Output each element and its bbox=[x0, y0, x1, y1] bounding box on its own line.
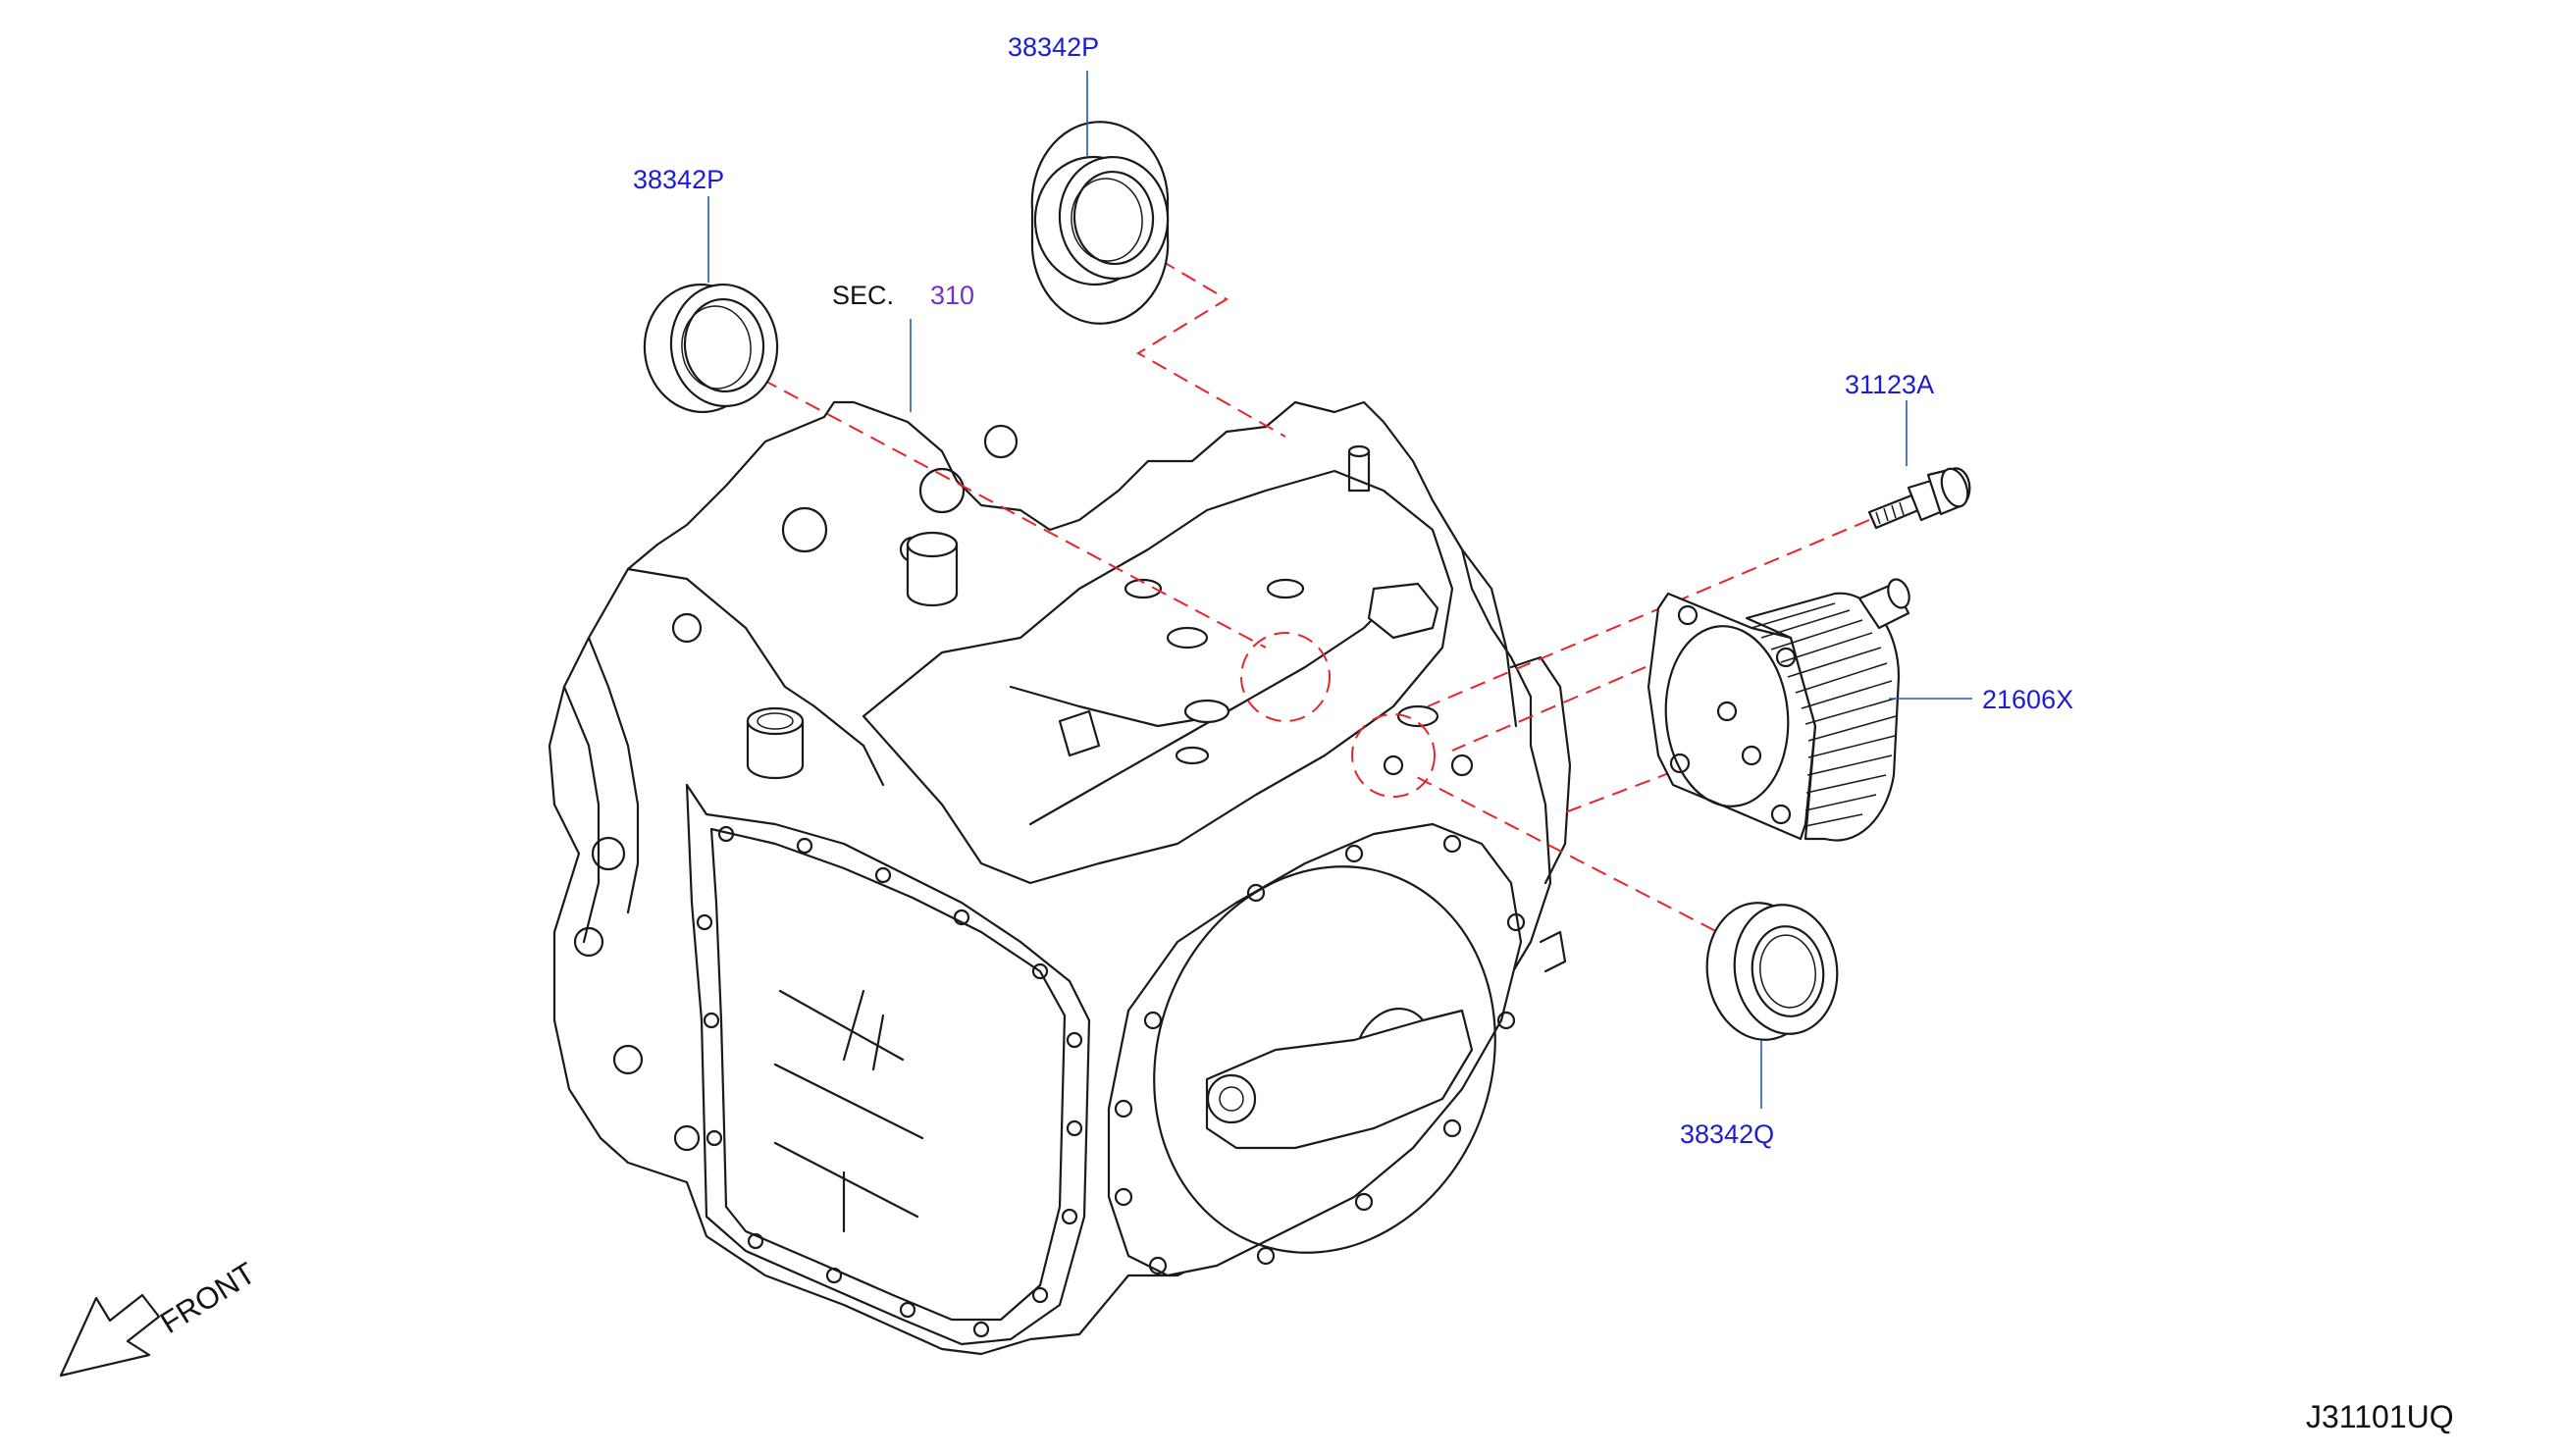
case-boss bbox=[591, 836, 626, 871]
dash-seal-top-to-case bbox=[1118, 234, 1286, 438]
oil-pan-inner bbox=[709, 827, 1067, 1322]
dash-cooler-to-case bbox=[1451, 656, 1669, 752]
bolt bbox=[1867, 467, 1971, 530]
cooler-fins bbox=[1751, 602, 1897, 827]
sensor bbox=[1058, 709, 1101, 757]
valve-body-rib bbox=[1009, 685, 1219, 728]
upper-bosses bbox=[906, 444, 1439, 728]
section-ref-prefix: SEC. bbox=[832, 281, 894, 310]
callout-seal-left: 38342P bbox=[633, 165, 724, 194]
right-case-rib bbox=[1460, 547, 1518, 728]
pan-rib bbox=[871, 1014, 885, 1071]
dash-seal-bottom-to-case bbox=[1412, 774, 1738, 943]
dash-seal-left-to-case bbox=[740, 367, 1267, 649]
valve-body-inner bbox=[1028, 587, 1405, 826]
callout-seal-bottom: 38342Q bbox=[1680, 1119, 1774, 1149]
case-boss bbox=[983, 424, 1019, 459]
dash-port-circle-upper bbox=[1240, 632, 1331, 722]
case-boss bbox=[673, 1124, 701, 1152]
case-boss bbox=[671, 612, 703, 644]
pan-rib bbox=[778, 989, 905, 1062]
mount-boss-hole bbox=[1219, 1086, 1244, 1112]
left-case-rib bbox=[587, 636, 640, 914]
oil-seal-left bbox=[643, 283, 779, 414]
left-case-face bbox=[626, 567, 885, 787]
front-label: FRONT bbox=[154, 1256, 261, 1340]
oil-cooler bbox=[1647, 578, 1910, 842]
bell-housing-opening bbox=[1153, 865, 1496, 1254]
dash-bolt-to-case bbox=[1427, 519, 1870, 707]
pan-rib bbox=[773, 1063, 924, 1140]
callout-seal-top: 38342P bbox=[1008, 32, 1099, 62]
left-case-rib-2 bbox=[562, 685, 601, 944]
case-boss bbox=[918, 467, 966, 514]
filler-neck bbox=[746, 706, 805, 780]
pan-rib bbox=[842, 989, 865, 1062]
oil-seal-top bbox=[1030, 121, 1170, 325]
case-boss bbox=[1450, 754, 1474, 777]
case-boss bbox=[573, 926, 604, 958]
diagram-id: J31101UQ bbox=[2306, 1399, 2454, 1434]
right-case-rib-2 bbox=[1539, 930, 1567, 973]
callout-bolt: 31123A bbox=[1845, 370, 1934, 399]
transmission-assembly bbox=[548, 400, 1572, 1356]
leader-lines bbox=[707, 71, 1972, 1109]
front-arrow-icon bbox=[59, 1293, 161, 1378]
case-boss bbox=[1383, 754, 1404, 776]
mount-boss bbox=[1206, 1073, 1257, 1124]
case-boss bbox=[612, 1044, 644, 1075]
bell-bolt-bosses bbox=[1114, 834, 1526, 1275]
assembly-guide-lines bbox=[740, 234, 1870, 943]
pan-rib bbox=[773, 1141, 919, 1219]
callout-cooler: 21606X bbox=[1982, 685, 2073, 714]
dash-port-circle-lower bbox=[1351, 713, 1436, 798]
oil-seal-bottom bbox=[1705, 902, 1839, 1041]
differential-arm bbox=[1205, 1009, 1474, 1150]
solenoid-connector bbox=[1367, 582, 1439, 640]
section-ref-number: 310 bbox=[930, 281, 974, 310]
oil-pan bbox=[685, 783, 1091, 1346]
valve-body-cover bbox=[862, 469, 1454, 885]
cooler-mount-pad bbox=[1509, 655, 1572, 885]
case-boss bbox=[781, 506, 828, 553]
front-indicator: FRONT bbox=[59, 1256, 261, 1378]
pan-bolts bbox=[696, 825, 1083, 1338]
